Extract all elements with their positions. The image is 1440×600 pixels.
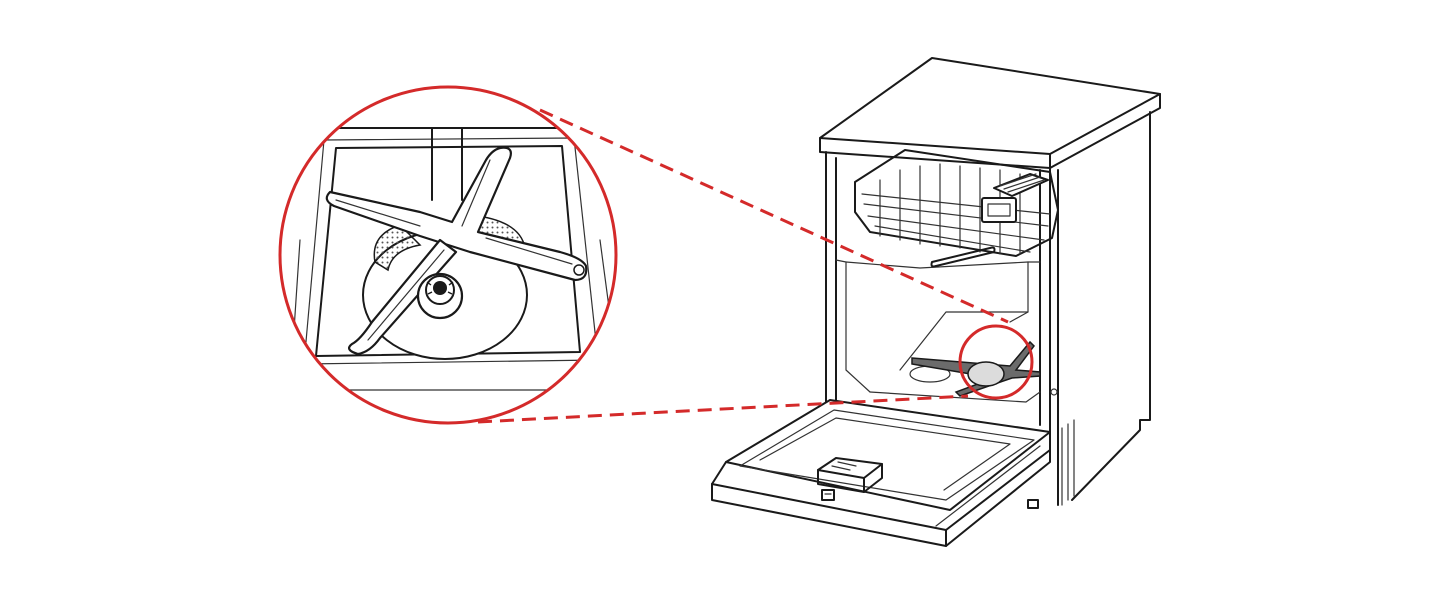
cutlery-tray (981, 197, 1017, 223)
open-door (711, 399, 1051, 547)
upper-rack (854, 149, 1059, 268)
dishwasher-right-side (1071, 111, 1151, 501)
spray-arm-hub-pipe (431, 127, 463, 201)
magnified-view-border (278, 85, 618, 425)
dishwasher-top (819, 57, 1161, 155)
highlight-circle-small (958, 324, 1034, 400)
upper-spray-arm (930, 246, 996, 268)
lower-spray-arm-small (909, 340, 1041, 397)
callout-line-top (539, 108, 1009, 324)
magnified-view (278, 85, 618, 425)
dishwasher (711, 57, 1161, 547)
callout-line-bottom (477, 394, 969, 424)
zoom-callout (477, 108, 1034, 424)
lower-spray-arm (325, 146, 588, 282)
door-panel (725, 399, 1051, 511)
door-latch (821, 489, 835, 501)
